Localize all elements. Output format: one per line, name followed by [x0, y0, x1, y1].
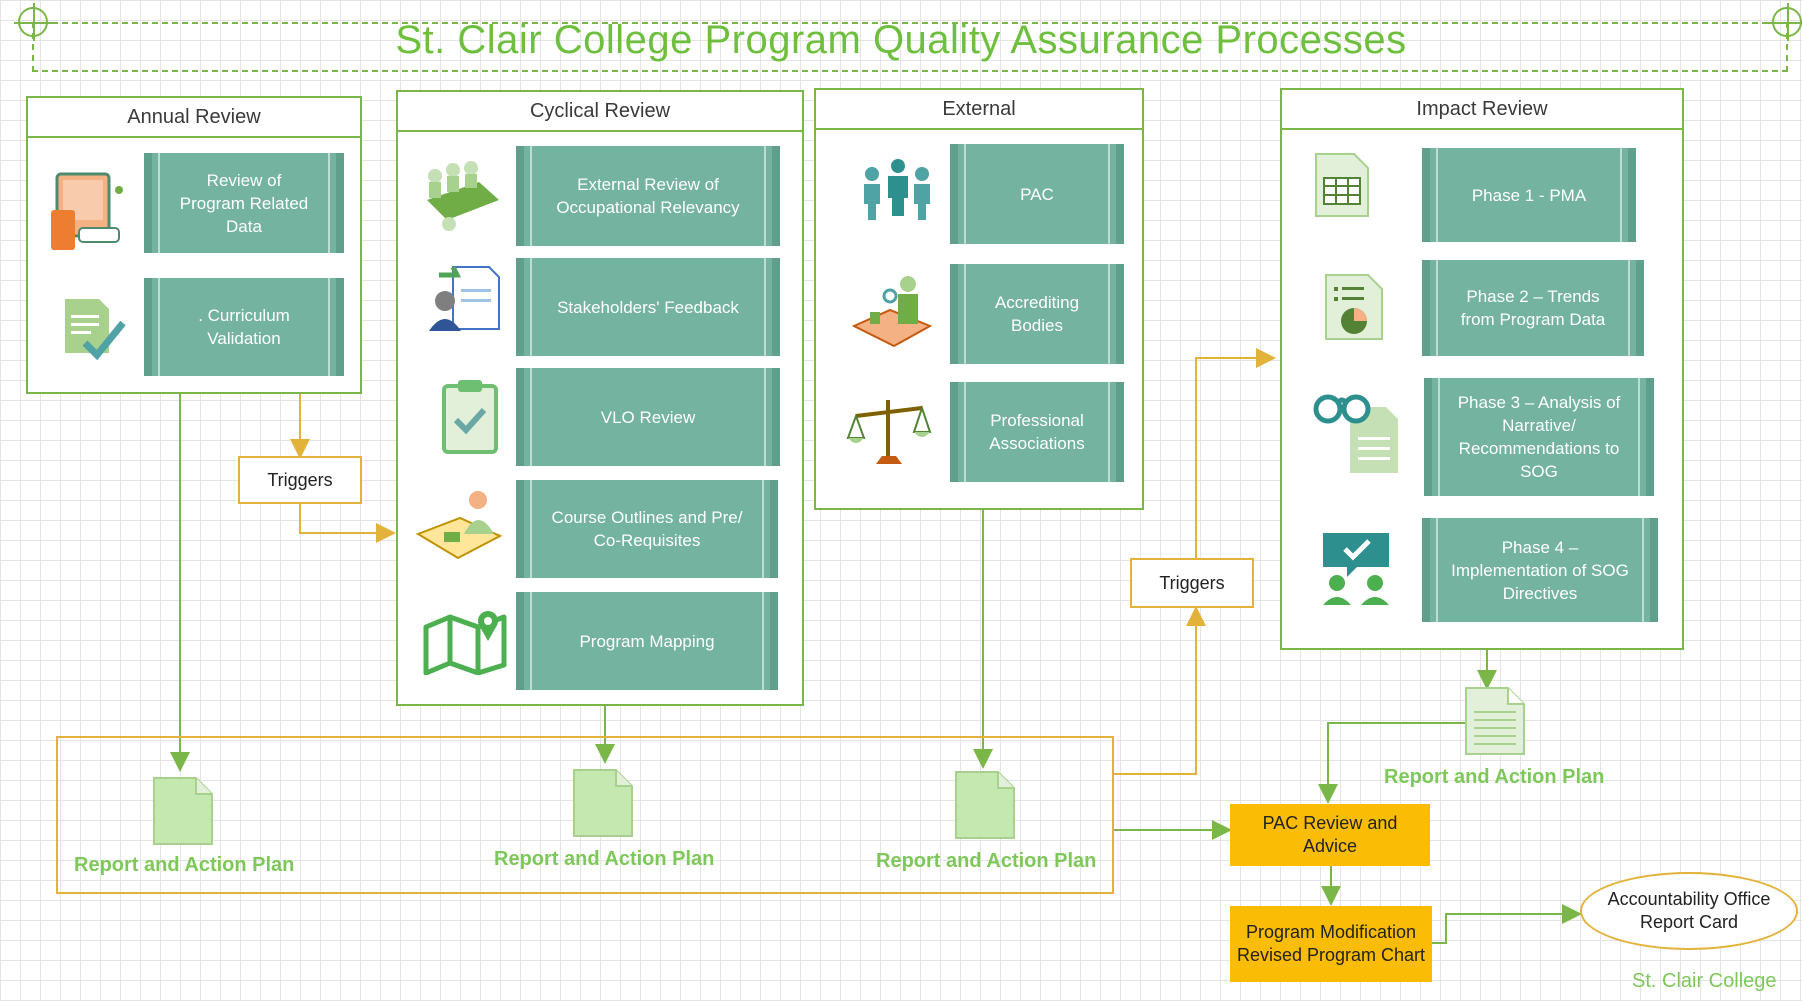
crosshair-icon: [1768, 3, 1802, 41]
feedback-form-icon: [424, 262, 506, 334]
pac-review-label: PAC Review and Advice: [1262, 813, 1398, 856]
tile-label: . Curriculum Validation: [198, 306, 290, 348]
clipboard-check-icon: [436, 374, 504, 458]
crosshair-icon: [14, 3, 52, 41]
person-writing-icon: [412, 486, 506, 570]
title-band: [32, 22, 1788, 72]
scales-icon: [844, 392, 934, 474]
lined-document-icon: [1464, 686, 1526, 756]
tile-vlo-review: VLO Review: [516, 368, 780, 466]
pie-report-icon: [1322, 272, 1388, 344]
tile-review-program-data: Review of Program Related Data: [144, 153, 344, 253]
tile-phase-4: Phase 4 – Implementation of SOG Directiv…: [1422, 518, 1658, 622]
triggers-box-annual: Triggers: [238, 456, 362, 504]
tile-label: Accrediting Bodies: [994, 293, 1080, 335]
tile-label: Phase 1 - PMA: [1471, 185, 1587, 205]
tile-label: External Review of Occupational Relevanc…: [556, 175, 740, 217]
footer-brand: St. Clair College: [1632, 970, 1777, 992]
cyclical-review-header: Cyclical Review: [398, 92, 802, 132]
triggers-box-impact: Triggers: [1130, 558, 1254, 608]
tile-stakeholders-feedback: Stakeholders' Feedback: [516, 258, 780, 356]
tile-label: Professional Associations: [989, 411, 1085, 453]
external-header: External: [816, 90, 1142, 130]
arrow-triggers-cyclical: [299, 503, 396, 543]
tile-external-review: External Review of Occupational Relevanc…: [516, 146, 780, 246]
inspector-icon: [848, 272, 938, 354]
map-pin-icon: [420, 606, 510, 678]
tile-professional-associations: Professional Associations: [950, 382, 1124, 482]
report-band: [56, 736, 1114, 894]
tile-label: Course Outlines and Pre/ Co-Requisites: [551, 508, 743, 550]
tile-label: Phase 4 – Implementation of SOG Directiv…: [1451, 537, 1629, 603]
tile-phase-1: Phase 1 - PMA: [1422, 148, 1636, 242]
accountability-oval: Accountability Office Report Card: [1580, 872, 1798, 950]
tile-label: Phase 3 – Analysis of Narrative/ Recomme…: [1457, 393, 1621, 481]
arrow-box-triggers: [1114, 606, 1206, 775]
binoculars-doc-icon: [1310, 386, 1404, 476]
tile-program-mapping: Program Mapping: [516, 592, 778, 690]
meeting-table-icon: [416, 158, 506, 242]
program-modification-box: Program Modification Revised Program Cha…: [1230, 906, 1432, 982]
report-label-cyclical: Report and Action Plan: [494, 848, 715, 870]
pac-review-box: PAC Review and Advice: [1230, 804, 1430, 866]
document-icon: [954, 770, 1016, 840]
discussion-icon: [1316, 528, 1396, 606]
annual-review-header: Annual Review: [28, 98, 360, 138]
program-modification-label: Program Modification Revised Program Cha…: [1236, 922, 1426, 965]
tablet-data-icon: [46, 168, 132, 258]
document-icon: [572, 768, 634, 838]
accountability-label: Accountability Office Report Card: [1607, 889, 1771, 932]
tile-label: Review of Program Related Data: [179, 170, 309, 236]
tile-label: PAC: [1020, 184, 1054, 204]
tile-course-outlines: Course Outlines and Pre/ Co-Requisites: [516, 480, 778, 578]
people-group-icon: [856, 154, 936, 224]
tile-accrediting-bodies: Accrediting Bodies: [950, 264, 1124, 364]
report-label-external: Report and Action Plan: [876, 850, 1097, 872]
arrow-triggers-impact: [1195, 348, 1276, 558]
arrow-doc-pac: [1318, 722, 1466, 804]
document-icon: [152, 776, 214, 846]
page-title: St. Clair College Program Quality Assura…: [395, 18, 1407, 62]
arrow-mod-accountability: [1432, 904, 1582, 944]
tile-label: Program Mapping: [579, 631, 715, 651]
report-label-impact: Report and Action Plan: [1384, 766, 1605, 788]
document-check-icon: [56, 290, 132, 366]
tile-label: Phase 2 – Trends from Program Data: [1460, 287, 1606, 329]
tile-curriculum-validation: . Curriculum Validation: [144, 278, 344, 376]
tile-label: Stakeholders' Feedback: [557, 297, 739, 317]
report-label-annual: Report and Action Plan: [74, 854, 295, 876]
impact-review-header: Impact Review: [1282, 90, 1682, 130]
spreadsheet-icon: [1312, 150, 1372, 220]
tile-phase-2: Phase 2 – Trends from Program Data: [1422, 260, 1644, 356]
tile-phase-3: Phase 3 – Analysis of Narrative/ Recomme…: [1424, 378, 1654, 496]
tile-pac: PAC: [950, 144, 1124, 244]
tile-label: VLO Review: [600, 407, 696, 427]
